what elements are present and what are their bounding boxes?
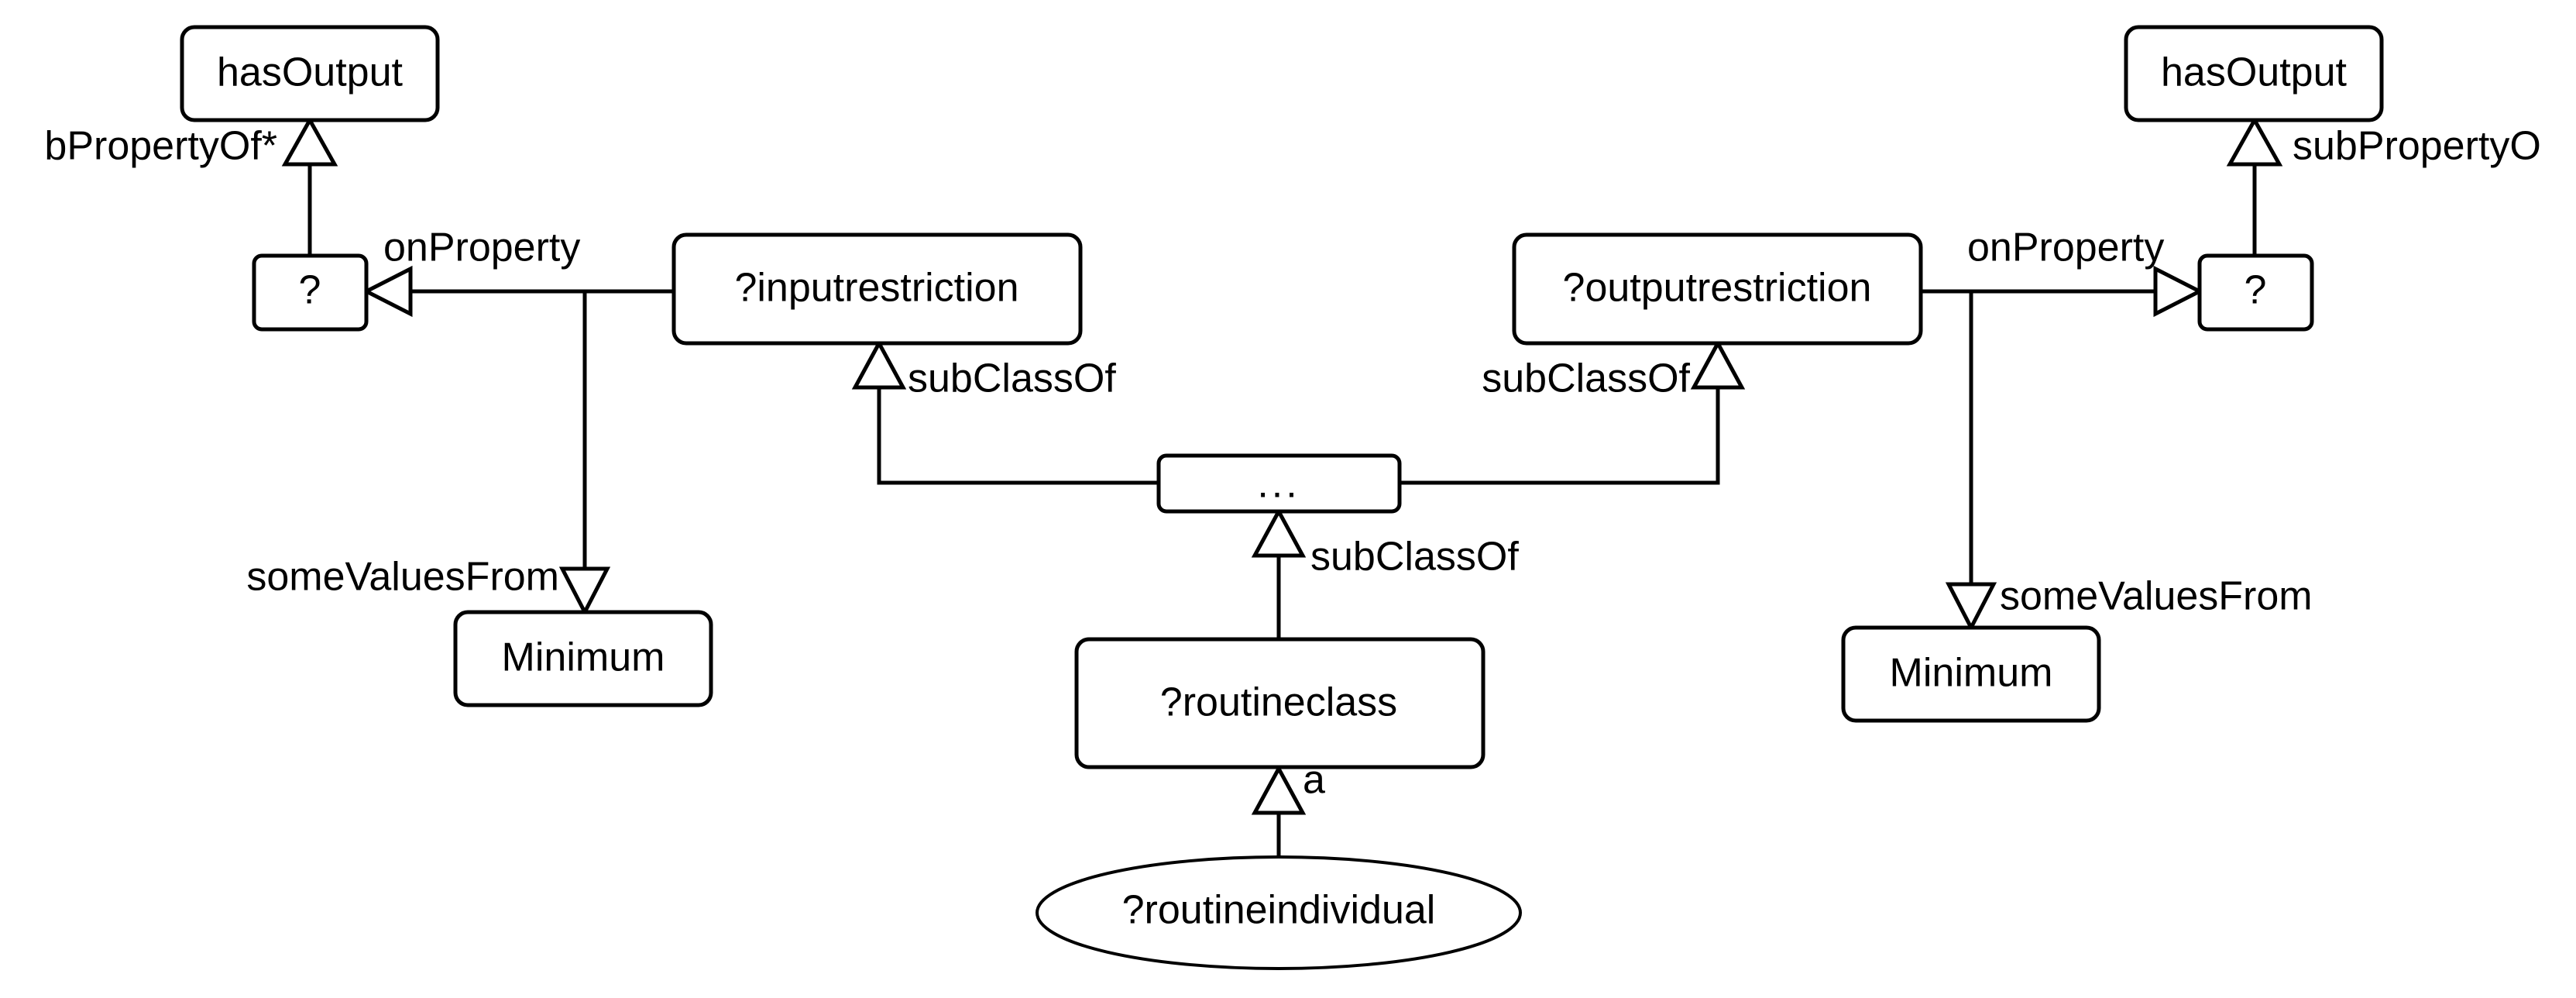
node-label-anon-property-right: ? — [2245, 268, 2267, 313]
edge-label-some-values-from-left: someValuesFrom — [246, 555, 559, 600]
arrowhead-some-values-from-left — [558, 566, 611, 617]
node-minimum-right[interactable]: Minimum — [1841, 625, 2101, 723]
node-box-anonymous-class[interactable] — [1156, 453, 1402, 514]
node-label-minimum-left: Minimum — [502, 635, 665, 680]
node-box-anon-property-right[interactable] — [2197, 253, 2314, 332]
node-box-output-restriction[interactable] — [1512, 232, 1923, 346]
arrowhead-some-values-from-right — [1945, 582, 1997, 632]
node-anon-property-right[interactable]: ? — [2197, 253, 2314, 332]
node-routine-individual[interactable]: ?routineindividual — [1036, 855, 1522, 970]
edge-sub-property-of-right — [2226, 115, 2283, 256]
node-label-anon-property-left: ? — [299, 268, 321, 313]
node-ellipse-routine-individual[interactable] — [1036, 855, 1522, 970]
node-box-input-restriction[interactable] — [671, 232, 1083, 346]
edge-label-sub-class-of-output: subClassOf — [1482, 356, 1690, 401]
node-anon-property-left[interactable]: ? — [252, 253, 369, 332]
node-minimum-left[interactable]: Minimum — [453, 610, 713, 707]
node-box-has-output-left[interactable] — [180, 25, 440, 122]
edge-label-sub-class-of-input: subClassOf — [908, 356, 1116, 401]
arrowhead-sub-class-of-output — [1690, 339, 1746, 390]
node-box-routine-class[interactable] — [1074, 637, 1485, 769]
node-label-routine-class: ?routineclass — [1160, 680, 1397, 725]
arrowhead-sub-property-of-right — [2226, 115, 2283, 167]
node-label-input-restriction: ?inputrestriction — [734, 266, 1018, 311]
edge-label-sub-class-of-routine: subClassOf — [1310, 535, 1519, 580]
edge-sub-class-of-output — [1400, 339, 1746, 485]
edge-line-sub-class-of-output — [1400, 380, 1720, 485]
edge-label-sub-property-of-right: subPropertyO — [2293, 124, 2541, 169]
edge-label-on-property-left: onProperty — [383, 225, 580, 270]
edge-some-values-from-left — [558, 291, 611, 617]
edge-line-sub-class-of-input — [877, 380, 1159, 485]
edge-some-values-from-right — [1945, 291, 1997, 632]
edge-sub-property-of-left — [281, 115, 338, 256]
node-box-anon-property-left[interactable] — [252, 253, 369, 332]
edge-label-sub-property-of-left: bPropertyOf* — [44, 124, 277, 169]
node-input-restriction[interactable]: ?inputrestriction — [671, 232, 1083, 346]
edge-type-a — [1251, 764, 1307, 860]
node-anonymous-class[interactable]: ... — [1156, 453, 1402, 514]
arrowhead-type-a — [1251, 764, 1307, 815]
arrowhead-on-property-right — [2153, 265, 2204, 318]
arrowhead-sub-class-of-input — [851, 339, 907, 390]
node-label-has-output-right: hasOutput — [2161, 50, 2347, 95]
node-box-minimum-right[interactable] — [1841, 625, 2101, 723]
node-output-restriction[interactable]: ?outputrestriction — [1512, 232, 1923, 346]
node-routine-class[interactable]: ?routineclass — [1074, 637, 1485, 769]
node-box-minimum-left[interactable] — [453, 610, 713, 707]
node-label-has-output-left: hasOutput — [217, 50, 403, 95]
node-label-minimum-right: Minimum — [1890, 651, 2053, 696]
node-label-output-restriction: ?outputrestriction — [1563, 266, 1872, 311]
edge-on-property-right — [1921, 265, 2204, 318]
edge-label-type-a: a — [1303, 758, 1325, 803]
node-has-output-left[interactable]: hasOutput — [180, 25, 440, 122]
node-has-output-right[interactable]: hasOutput — [2124, 25, 2384, 122]
edge-sub-class-of-input — [851, 339, 1159, 485]
edge-label-on-property-right: onProperty — [1967, 225, 2164, 270]
arrowhead-sub-property-of-left — [281, 115, 338, 167]
arrowhead-on-property-left — [362, 265, 413, 318]
edge-sub-class-of-routine — [1251, 507, 1307, 639]
node-label-anonymous-class: ... — [1257, 462, 1300, 507]
node-label-routine-individual: ?routineindividual — [1122, 888, 1436, 933]
node-box-has-output-right[interactable] — [2124, 25, 2384, 122]
edge-label-some-values-from-right: someValuesFrom — [2000, 574, 2313, 619]
arrowhead-sub-class-of-routine — [1251, 507, 1307, 558]
edge-on-property-left — [362, 265, 674, 318]
